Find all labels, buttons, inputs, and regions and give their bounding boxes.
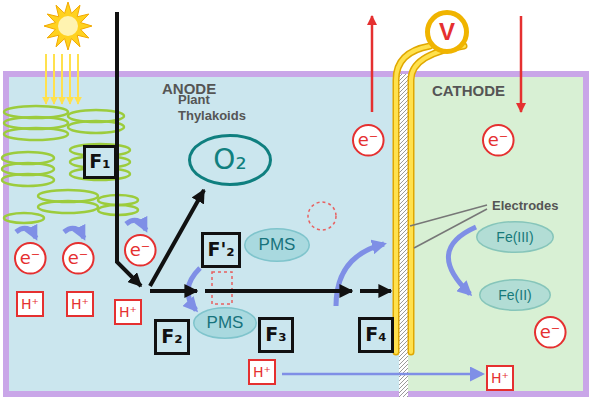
proton-box: H⁺: [486, 365, 514, 391]
proton-box: H⁺: [66, 291, 94, 317]
energy-path-arrows: [150, 190, 204, 286]
iron-ellipse-shape: [480, 280, 551, 311]
factor-box: F'₂: [201, 232, 240, 268]
iron-ellipse: Fe(II): [479, 279, 551, 311]
node-text: e⁻: [20, 248, 41, 269]
node-text: e⁻: [130, 240, 151, 261]
node-text: O₂: [213, 144, 246, 176]
sun: [44, 2, 92, 50]
node-text: PMS: [207, 313, 244, 333]
node-text: e⁻: [540, 322, 561, 343]
factor-box: F₃: [258, 317, 294, 353]
voltmeter-circle-shape: [428, 13, 467, 52]
thylakoids: [2, 174, 54, 186]
electron-circle-shape: [535, 317, 566, 348]
electron-circle: e⁻: [352, 124, 385, 157]
voltmeter-circle: V: [425, 10, 469, 54]
energy-path-arrows: [117, 12, 391, 291]
reaction-arrows: [126, 220, 146, 230]
electron-circle-shape: [353, 125, 384, 156]
node-text: F₁: [89, 151, 110, 173]
node-text: F₄: [365, 324, 386, 346]
pms-ellipse: PMS: [193, 307, 257, 339]
light-rays: [77, 54, 79, 104]
pms-ellipse: PMS: [244, 228, 310, 262]
current-arrows: [520, 16, 523, 112]
reaction-arrows: [336, 244, 384, 306]
light-rays: [61, 54, 63, 104]
proton-box: H⁺: [16, 291, 44, 317]
node-text: H⁺: [21, 296, 39, 312]
node-text: e⁻: [358, 130, 379, 151]
node-text: PMS: [259, 235, 296, 255]
node-text: H⁺: [491, 370, 509, 386]
node-text: H⁺: [119, 304, 137, 320]
electron-circle: e⁻: [534, 316, 567, 349]
leader-lines: [414, 209, 487, 248]
part-label: Electrodes: [492, 198, 558, 214]
factor-box: F₁: [83, 145, 117, 179]
reaction-arrows: [448, 227, 476, 294]
light-rays: [45, 54, 47, 104]
node-text: F'₂: [207, 239, 234, 261]
node-text: F₂: [161, 326, 182, 348]
electron-circle: e⁻: [14, 242, 47, 275]
thylakoids: [38, 201, 98, 213]
thylakoids: [4, 213, 44, 223]
node-text: e⁻: [68, 248, 89, 269]
cell-frame: [399, 74, 408, 397]
electron-circle-shape: [63, 243, 94, 274]
sun: [44, 2, 92, 50]
part-label: Plant Thylakoids: [178, 92, 258, 123]
node-text: H⁺: [71, 296, 89, 312]
energy-path-arrows: [150, 289, 197, 293]
light-rays: [46, 54, 78, 104]
current-arrows: [372, 16, 521, 112]
oxygen-ellipse-shape: [190, 136, 271, 185]
reaction-arrows: [16, 228, 36, 238]
electron-circle-shape: [15, 243, 46, 274]
node-text: Fe(II): [498, 287, 531, 303]
electron-circle: e⁻: [482, 124, 515, 157]
electron-circle-shape: [483, 125, 514, 156]
proton-box: H⁺: [114, 299, 142, 325]
iron-ellipse: Fe(III): [476, 221, 554, 253]
electron-circle: e⁻: [62, 242, 95, 275]
proton-box: H⁺: [248, 359, 276, 385]
electron-circle: e⁻: [124, 234, 157, 267]
energy-path-arrows: [205, 289, 352, 293]
cell-frame: [3, 71, 589, 397]
factor-box: F₂: [154, 319, 190, 355]
dotted-marks: [308, 202, 336, 230]
node-text: F₃: [265, 324, 286, 346]
node-text: H⁺: [253, 364, 271, 380]
region-label: CATHODE: [432, 82, 505, 100]
cell-frame: [3, 71, 589, 397]
iron-ellipse-shape: [477, 222, 554, 253]
factor-box: F₄: [358, 317, 394, 353]
membrane: [399, 74, 408, 397]
oxygen-ellipse: O₂: [188, 134, 272, 186]
light-rays: [69, 54, 71, 104]
light-rays: [53, 54, 55, 104]
reaction-arrows: [282, 373, 482, 376]
reaction-arrows: [64, 228, 84, 238]
leader-lines: [410, 205, 487, 248]
dotted-marks: [212, 272, 232, 304]
pms-ellipse-shape: [194, 308, 257, 339]
sun: [58, 16, 78, 36]
thylakoids: [4, 128, 68, 140]
electron-circle-shape: [125, 235, 156, 266]
node-text: Fe(III): [496, 229, 533, 245]
pms-ellipse-shape: [245, 229, 310, 262]
energy-path-arrows: [360, 289, 391, 293]
node-text: V: [439, 18, 455, 46]
node-text: e⁻: [488, 130, 509, 151]
current-arrows: [371, 16, 374, 112]
cell-frame: [408, 77, 583, 391]
reaction-arrows: [16, 220, 482, 374]
